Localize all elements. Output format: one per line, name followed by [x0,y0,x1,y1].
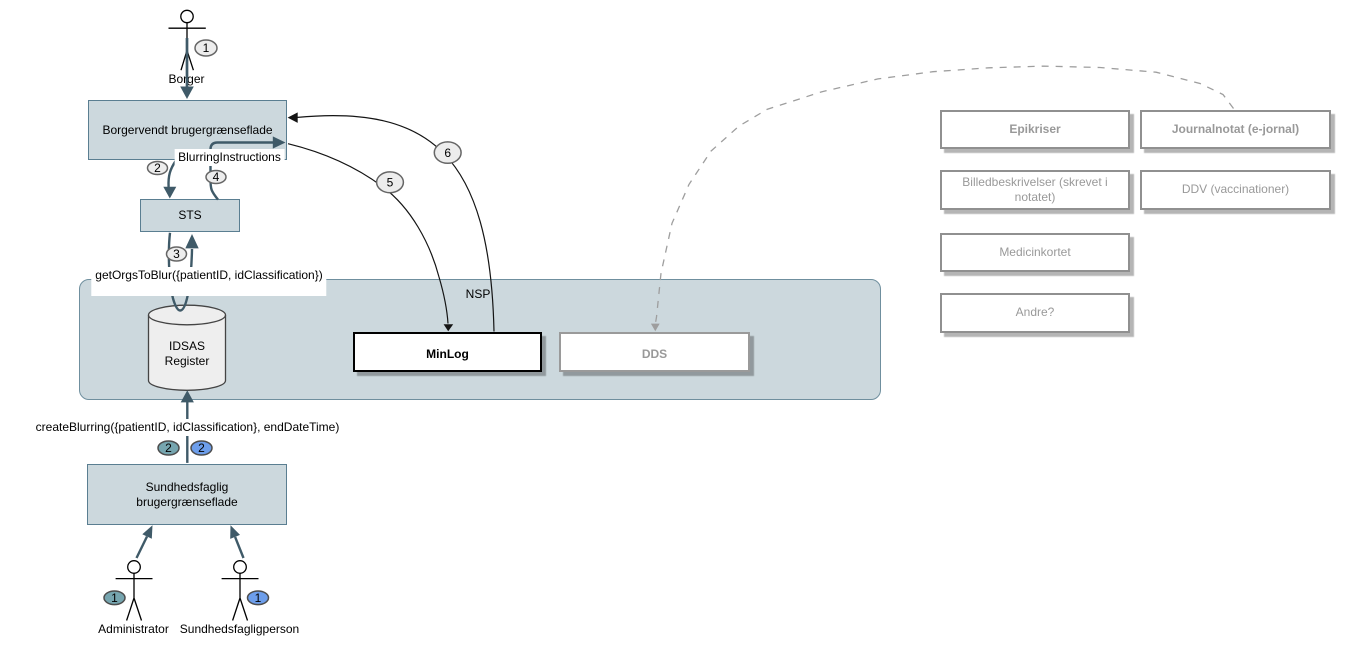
svg-text:2: 2 [198,441,205,455]
svg-text:6: 6 [444,146,451,160]
svg-text:3: 3 [173,247,180,261]
svg-text:2: 2 [154,161,161,175]
svg-text:1: 1 [203,41,210,55]
svg-text:1: 1 [111,591,118,605]
svg-text:1: 1 [255,591,262,605]
svg-text:5: 5 [387,176,394,190]
svg-text:2: 2 [165,441,172,455]
svg-text:4: 4 [213,170,220,184]
